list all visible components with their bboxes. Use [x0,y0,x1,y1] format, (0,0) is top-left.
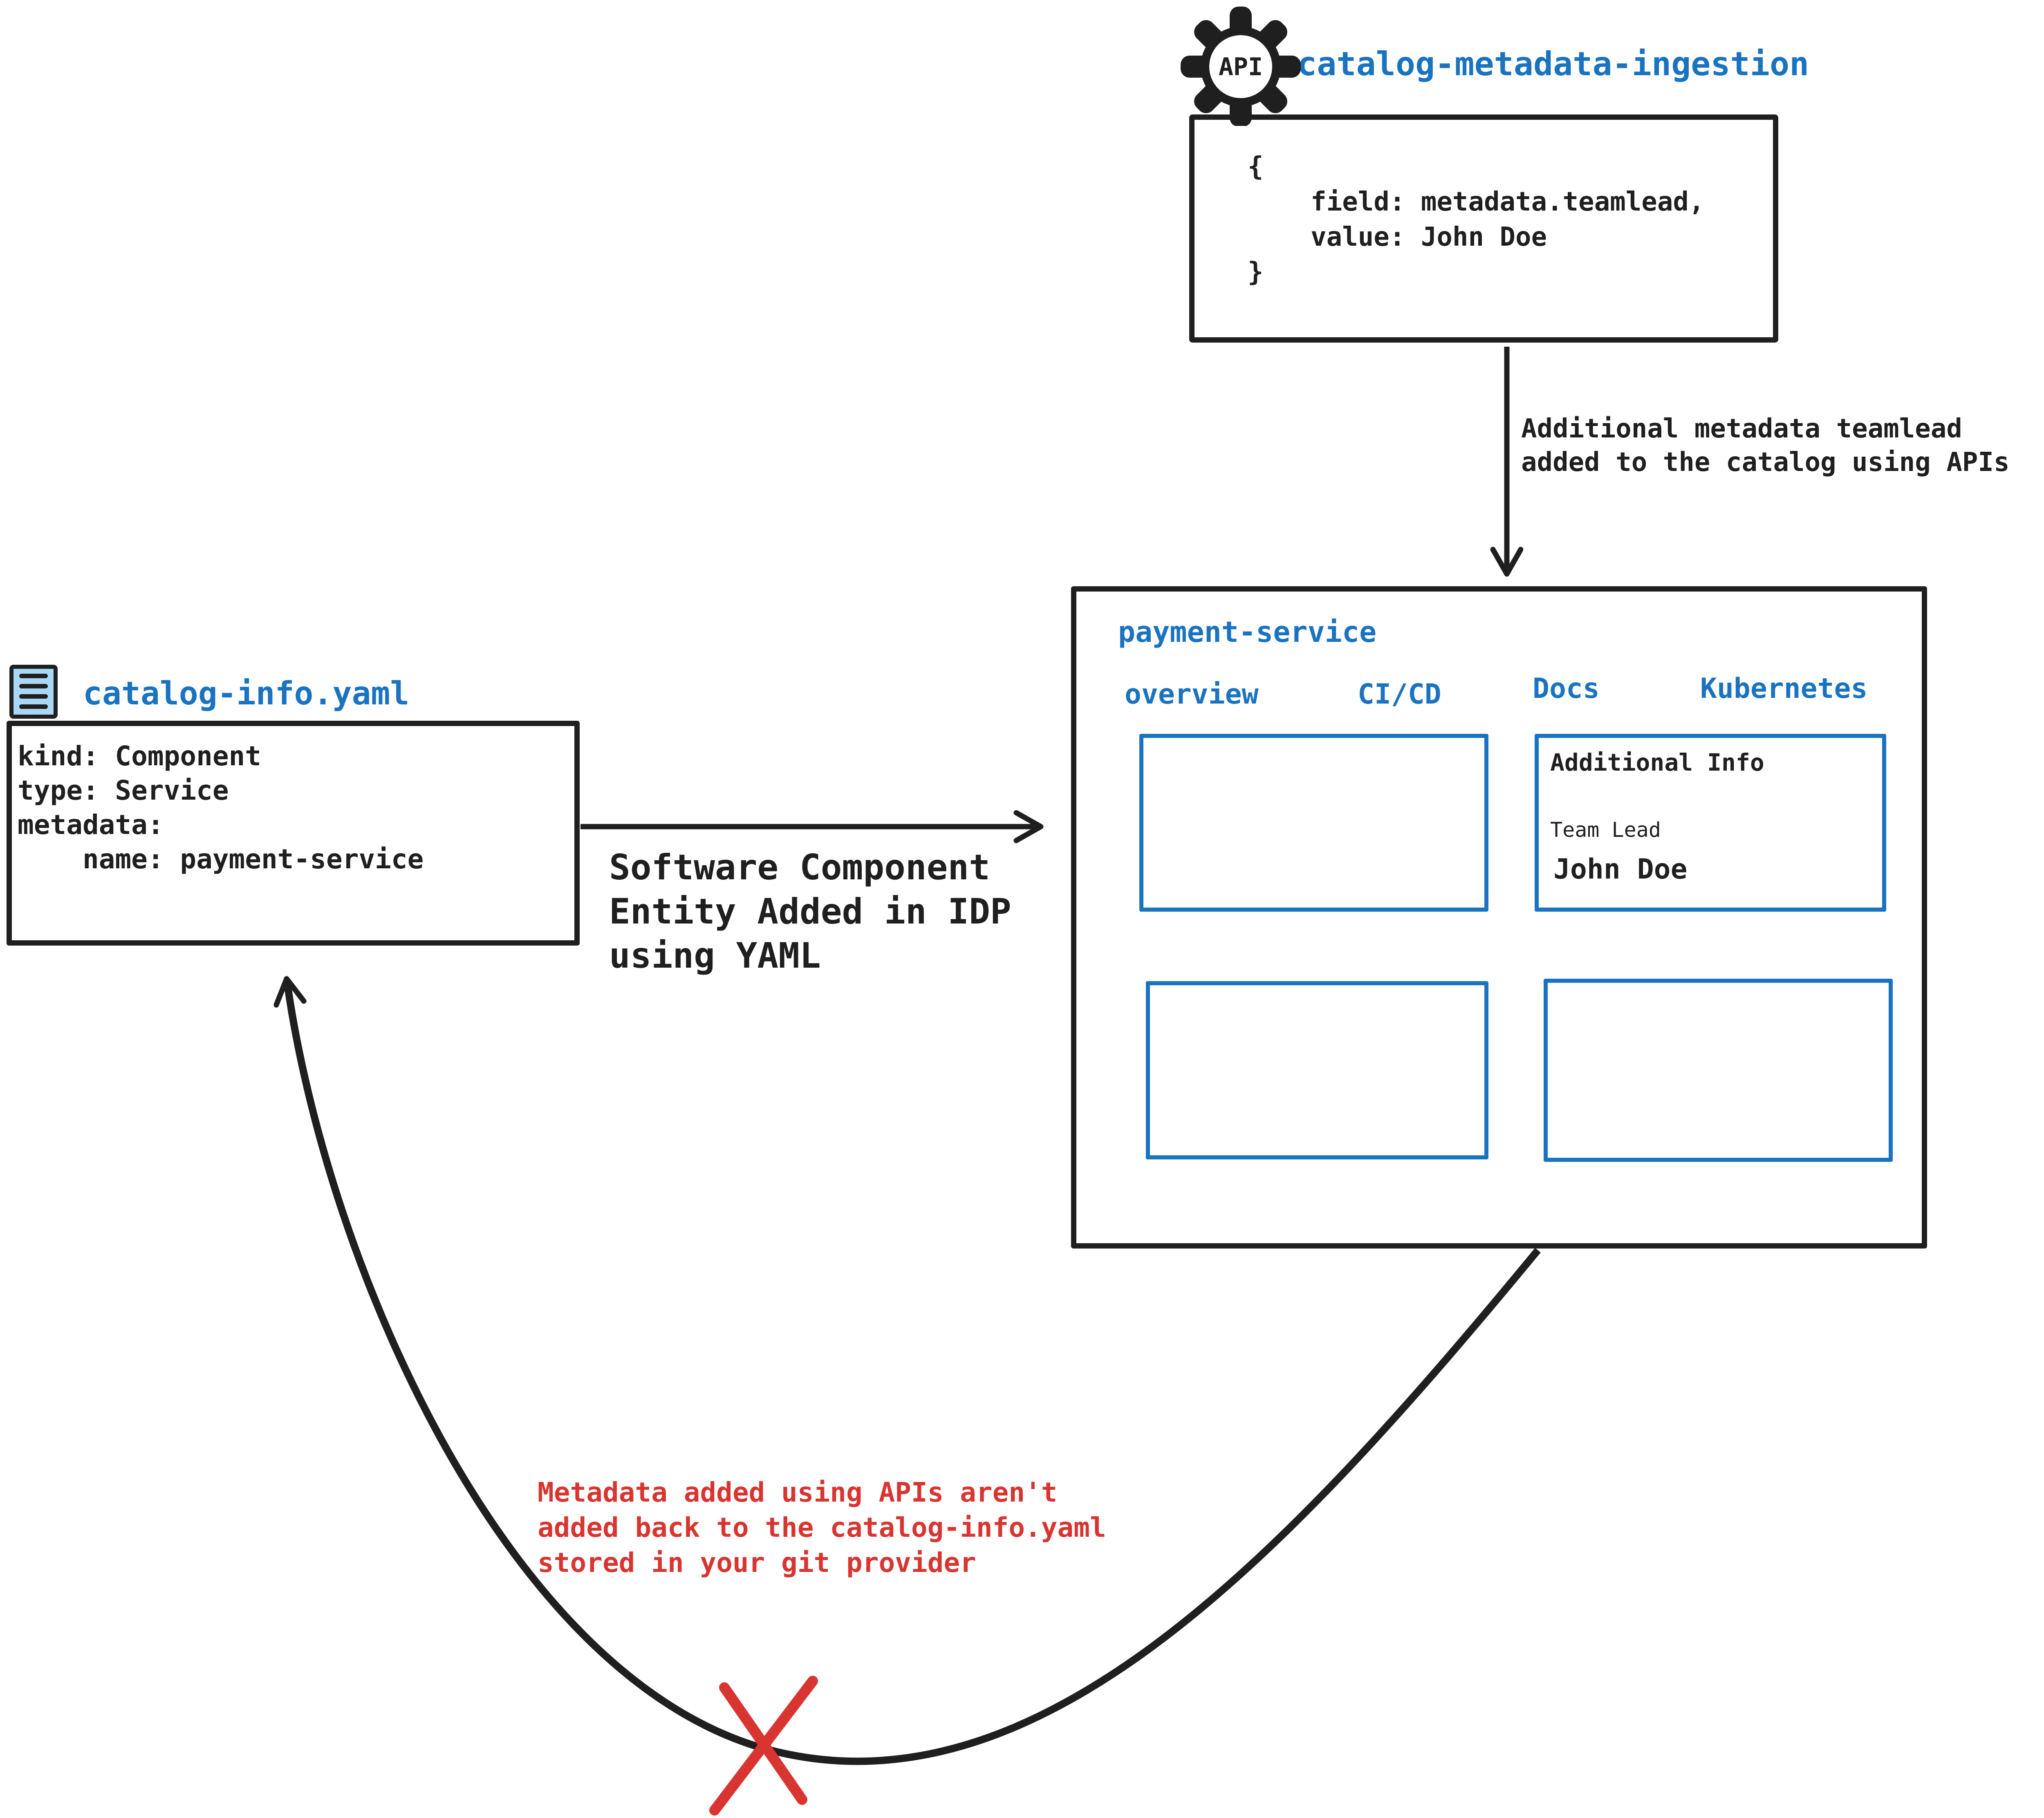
api-icon-label: API [1219,53,1263,81]
document-icon-line [19,694,48,699]
idp-service-title: payment-service [1118,615,1377,649]
document-icon-line [19,704,48,709]
tab-docs[interactable]: Docs [1533,673,1600,705]
tab-cicd[interactable]: CI/CD [1358,678,1441,711]
idp-portal-window: payment-service overview CI/CD Docs Kube… [1071,586,1927,1249]
tab-overview[interactable]: overview [1125,678,1259,711]
yaml-file-box: kind: Component type: Service metadata: … [7,721,580,946]
document-icon-line [19,684,48,688]
api-arrow-label: Additional metadata teamlead added to th… [1521,414,2010,477]
additional-info-heading: Additional Info [1550,749,1764,776]
blocked-x-icon [709,1676,818,1816]
feedback-warning-note: Metadata added using APIs aren't added b… [538,1477,1106,1578]
team-lead-value: John Doe [1553,853,1688,885]
panel-bottom-right-empty [1544,979,1893,1162]
yaml-file-title: catalog-info.yaml [83,675,410,712]
panel-overview-empty [1139,734,1488,912]
yaml-file-code: kind: Component type: Service metadata: … [18,740,424,875]
yaml-arrow-label: Software Component Entity Added in IDP u… [609,847,1011,976]
api-ingestion-title: catalog-metadata-ingestion [1297,45,1809,83]
document-icon-line [19,674,48,678]
api-payload-box: { field: metadata.teamlead, value: John … [1189,114,1778,343]
panel-bottom-left-empty [1146,981,1488,1159]
document-icon [9,665,58,719]
panel-additional-info: Additional Info Team Lead John Doe [1535,734,1886,912]
tab-kubernetes[interactable]: Kubernetes [1700,673,1868,705]
api-payload-code: { field: metadata.teamlead, value: John … [1248,152,1705,287]
api-gear-icon: API [1181,7,1301,126]
team-lead-label: Team Lead [1550,818,1661,842]
